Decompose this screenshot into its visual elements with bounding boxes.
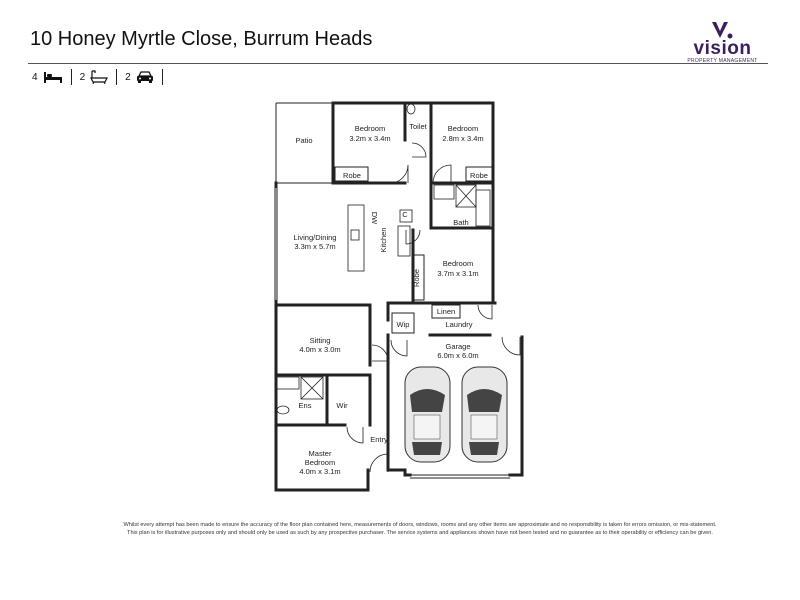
label-master-name: Master xyxy=(309,449,332,458)
logo-subtitle: PROPERTY MANAGEMENT xyxy=(687,58,758,64)
label-dw: DW xyxy=(370,212,379,225)
label-linen: Linen xyxy=(437,307,455,316)
fixtures xyxy=(275,103,491,415)
car-icon xyxy=(136,71,153,83)
header-rule xyxy=(28,63,768,64)
car-right-icon xyxy=(461,366,508,463)
bathroom-count: 2 xyxy=(79,71,86,83)
vision-logo[interactable]: vision PROPERTY MANAGEMENT xyxy=(680,20,765,64)
disclaimer: Whilst every attempt has been made to en… xyxy=(70,521,770,537)
car-count: 2 xyxy=(125,71,131,83)
disclaimer-line1: Whilst every attempt has been made to en… xyxy=(123,522,717,528)
label-bedroom1-size: 3.2m x 3.4m xyxy=(349,134,390,143)
label-bedroom3-size: 3.7m x 3.1m xyxy=(437,269,478,278)
feature-bedrooms: 4 xyxy=(32,69,72,85)
label-living-size: 3.3m x 5.7m xyxy=(294,242,335,251)
logo-v-mark-icon xyxy=(712,22,733,39)
bath-icon xyxy=(90,70,109,84)
label-laundry: Laundry xyxy=(445,320,472,329)
feature-garage: 2 xyxy=(125,69,163,85)
label-bedroom2-size: 2.8m x 3.4m xyxy=(442,134,483,143)
label-master-name2: Bedroom xyxy=(305,458,335,467)
label-robe2: Robe xyxy=(470,171,488,180)
label-kitchen: Kitchen xyxy=(379,227,388,252)
label-living-name: Living/Dining xyxy=(294,233,337,242)
label-patio: Patio xyxy=(295,136,312,145)
label-bedroom2-name: Bedroom xyxy=(448,124,478,133)
label-c: C xyxy=(402,210,408,219)
bedroom-count: 4 xyxy=(32,71,38,83)
label-sitting-name: Sitting xyxy=(310,336,331,345)
walls xyxy=(274,101,524,492)
logo-brand: vision xyxy=(693,38,752,59)
label-garage-size: 6.0m x 6.0m xyxy=(437,351,478,360)
door-swings xyxy=(346,142,521,473)
label-master-size: 4.0m x 3.1m xyxy=(299,467,340,476)
feature-bathrooms: 2 xyxy=(80,69,118,85)
cars xyxy=(404,366,508,463)
page-title: 10 Honey Myrtle Close, Burrum Heads xyxy=(30,28,373,50)
car-left-icon xyxy=(404,366,451,463)
thin-walls xyxy=(275,102,510,479)
label-bath: Bath xyxy=(453,218,468,227)
bed-icon xyxy=(43,72,62,83)
label-toilet: Toilet xyxy=(409,122,427,131)
disclaimer-line2: This plan is for illustrative purposes o… xyxy=(127,530,713,536)
label-bedroom3-name: Bedroom xyxy=(443,259,473,268)
label-robe1: Robe xyxy=(343,171,361,180)
features-bar: 4 2 2 xyxy=(32,68,163,86)
label-wip: Wip xyxy=(397,320,410,329)
label-robe3: Robe xyxy=(412,269,421,287)
room-labels: Patio Bedroom 3.2m x 3.4m Robe Toilet Be… xyxy=(294,122,488,476)
label-entry: Entry xyxy=(370,435,388,444)
label-bedroom1-name: Bedroom xyxy=(355,124,385,133)
label-sitting-size: 4.0m x 3.0m xyxy=(299,345,340,354)
label-ens: Ens xyxy=(299,401,312,410)
label-garage-name: Garage xyxy=(445,342,470,351)
label-wir: Wir xyxy=(336,401,348,410)
